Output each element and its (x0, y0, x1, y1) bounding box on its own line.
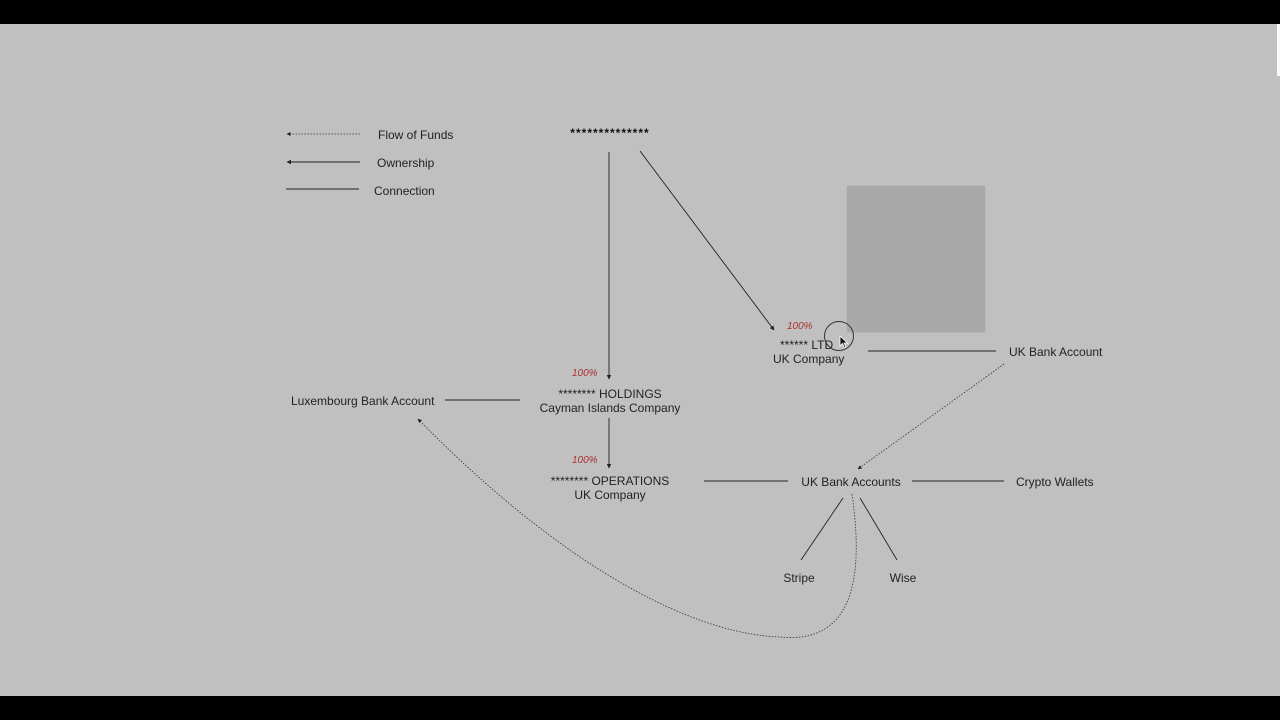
ltd-name: ****** LTD (780, 338, 834, 352)
stripe-label: Stripe (783, 571, 815, 585)
scrollbar-edge[interactable] (1277, 24, 1280, 76)
cursor-click-ring (824, 321, 854, 351)
mouse-pointer-icon (839, 335, 849, 349)
wise-label: Wise (889, 571, 917, 585)
diagram-canvas: Flow of Funds Ownership Connection *****… (0, 24, 1280, 696)
legend-connection-label: Connection (374, 184, 435, 198)
diagram-lines (286, 132, 1005, 638)
holdings-name: ******** HOLDINGS (558, 387, 662, 401)
holdings-percent: 100% (572, 368, 598, 379)
legend-flow-label: Flow of Funds (378, 128, 454, 142)
operations-type: UK Company (574, 488, 646, 502)
crypto-wallets-label: Crypto Wallets (1016, 475, 1094, 489)
uk-bank-accounts-label: UK Bank Accounts (801, 475, 901, 489)
ltd-percent: 100% (787, 321, 813, 332)
flow-uk-bank-to-uk-accounts (857, 363, 1005, 470)
top-entity-name: ************** (570, 126, 650, 140)
operations-name: ******** OPERATIONS (550, 474, 670, 488)
uk-bank-account-label: UK Bank Account (1009, 345, 1103, 359)
flow-uk-accounts-to-luxembourg (417, 418, 857, 638)
bottom-black-bar (0, 696, 1280, 720)
image-placeholder-box (846, 185, 986, 333)
connection-uk-accounts-wise (859, 497, 898, 561)
operations-percent: 100% (572, 455, 598, 466)
top-black-bar (0, 0, 1280, 24)
ltd-type: UK Company (773, 352, 845, 366)
legend-ownership-label: Ownership (377, 156, 435, 170)
holdings-type: Cayman Islands Company (539, 401, 681, 415)
luxembourg-bank-account-label: Luxembourg Bank Account (291, 394, 435, 408)
connection-uk-accounts-stripe (800, 497, 844, 561)
ownership-top-to-ltd (639, 150, 775, 331)
